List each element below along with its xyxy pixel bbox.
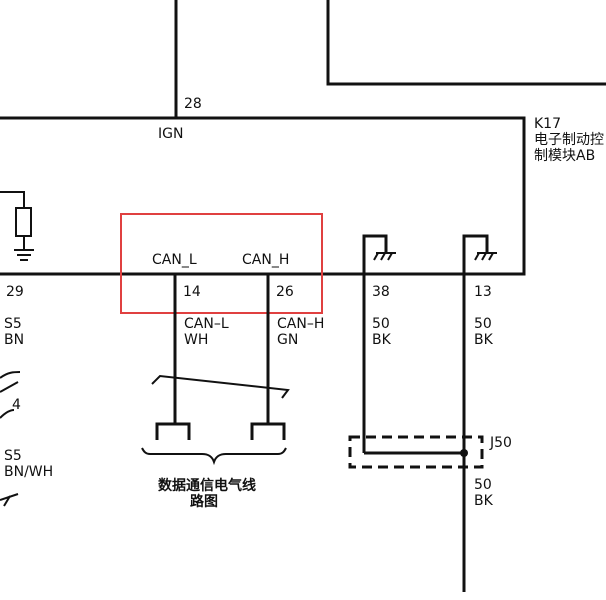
highlight-box (120, 213, 323, 314)
pin-number: 14 (183, 284, 201, 300)
module-ref: K17 (534, 116, 561, 132)
splice-ref: J50 (489, 435, 512, 451)
pin-number: 13 (474, 284, 492, 300)
resistor-symbol (15, 207, 32, 237)
ign-pin-number: 28 (184, 96, 202, 112)
wire-size: 50 (372, 316, 390, 332)
can-l-label: CAN_L (152, 252, 197, 268)
wire-color: BK (474, 332, 494, 348)
twisted-pair-mark (151, 374, 290, 399)
wire-size: 50 (474, 316, 492, 332)
wire-size: S5 (4, 448, 22, 464)
wire-size: CAN–H (277, 316, 324, 332)
pin-number: 38 (372, 284, 390, 300)
splice-node (460, 449, 468, 457)
wire-color: BN/WH (4, 464, 53, 480)
module-name-line1: 电子制动控 (534, 132, 604, 148)
adjacent-module-outline (326, 0, 606, 86)
wire-color: BN (4, 332, 24, 348)
wire-size: S5 (4, 316, 22, 332)
wire-break-mark (0, 371, 21, 379)
module-k17-outline (0, 116, 526, 276)
splice-dashed-box (348, 435, 484, 469)
resistor-lead-top (0, 191, 25, 208)
data-comm-note-line2: 路图 (190, 493, 218, 510)
wire-color: BK (474, 493, 494, 509)
can-h-label: CAN_H (242, 252, 289, 268)
pin13-internal-ground (462, 234, 489, 274)
module-name-line2: 制模块AB (534, 148, 595, 164)
data-comm-note-line1: 数据通信电气线 (158, 477, 256, 494)
reference-bracket (141, 447, 287, 466)
wire-color: GN (277, 332, 298, 348)
wire-color: WH (184, 332, 208, 348)
pin-number: 26 (276, 284, 294, 300)
pin-number: 29 (6, 284, 24, 300)
ign-pin-label: IGN (158, 126, 183, 142)
wire-size: CAN–L (184, 316, 229, 332)
wire-size: 50 (474, 477, 492, 493)
pin38-internal-ground (362, 234, 388, 274)
connector-symbol (155, 422, 191, 440)
pin-number: 4 (12, 397, 21, 413)
wire-color: BK (372, 332, 392, 348)
connector-symbol (250, 422, 286, 440)
